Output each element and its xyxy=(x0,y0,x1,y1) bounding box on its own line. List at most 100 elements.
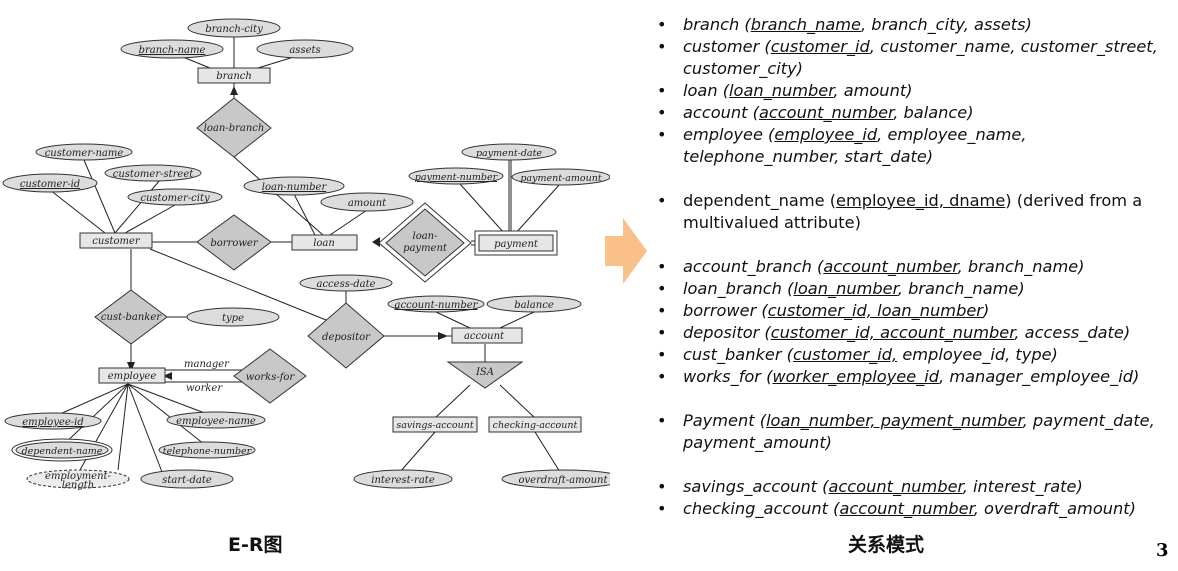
svg-text:customer-city: customer-city xyxy=(140,193,210,204)
er-diagram-caption: E-R图 xyxy=(228,534,283,556)
schema-text: borrower ( xyxy=(683,301,768,320)
svg-text:assets: assets xyxy=(289,45,320,56)
schema-text: , branch_name) xyxy=(897,279,1025,298)
entity-loan: loan xyxy=(291,234,358,251)
svg-text:savings-account: savings-account xyxy=(396,420,473,431)
entity-checking-account: checking-account xyxy=(488,416,582,433)
schema-text: works_for ( xyxy=(683,367,773,386)
schema-text: employee_id, type) xyxy=(897,345,1058,364)
attr-employee-id: employee-id xyxy=(4,412,102,430)
schema-item: loan (loan_number, amount) xyxy=(655,80,1175,102)
role-worker: worker xyxy=(186,383,223,394)
schema-key: loan_number xyxy=(793,279,898,298)
svg-text:employment-: employment- xyxy=(45,471,112,482)
attr-payment-amount: payment-amount xyxy=(511,168,610,186)
entity-employee: employee xyxy=(98,367,166,384)
relation-schema-list: branch (branch_name, branch_city, assets… xyxy=(655,14,1175,520)
svg-text:branch-name: branch-name xyxy=(139,45,206,56)
schema-item: loan_branch (loan_number, branch_name) xyxy=(655,278,1175,300)
svg-text:customer-name: customer-name xyxy=(45,148,124,159)
attr-branch-city: branch-city xyxy=(187,18,281,38)
attr-customer-id: customer-id xyxy=(2,173,98,193)
schema-text: , interest_rate) xyxy=(962,477,1083,496)
rel-depositor: depositor xyxy=(307,302,385,369)
svg-text:payment-number: payment-number xyxy=(415,172,499,183)
svg-text:length: length xyxy=(62,480,94,491)
schema-item: checking_account (account_number, overdr… xyxy=(655,498,1175,520)
attr-payment-number: payment-number xyxy=(408,167,504,185)
schema-text: , branch_city, assets) xyxy=(861,15,1032,34)
schema-key: account_number xyxy=(823,257,958,276)
rel-works-for: works-for xyxy=(233,348,307,404)
svg-text:employee-id: employee-id xyxy=(22,417,83,428)
role-manager: manager xyxy=(184,359,230,370)
schema-caption: 关系模式 xyxy=(848,534,925,556)
schema-text: ) (derived from a multivalued attribute) xyxy=(683,191,1143,232)
svg-text:depositor: depositor xyxy=(322,332,371,343)
schema-key: customer_id, loan_number xyxy=(767,301,983,320)
schema-item: Payment (loan_number, payment_number, pa… xyxy=(655,410,1175,454)
svg-text:telephone-number: telephone-number xyxy=(163,446,253,457)
schema-text: savings_account ( xyxy=(683,477,829,496)
attr-type: type xyxy=(186,307,280,327)
attr-start-date: start-date xyxy=(140,469,234,489)
svg-text:balance: balance xyxy=(514,300,554,311)
svg-text:payment-amount: payment-amount xyxy=(520,173,602,184)
schema-key: loan_number xyxy=(729,81,834,100)
schema-item: depositor (customer_id, account_number, … xyxy=(655,322,1175,344)
schema-text: , amount) xyxy=(833,81,913,100)
schema-item: dependent_name (employee_id, dname) (der… xyxy=(655,190,1175,234)
svg-text:loan: loan xyxy=(313,238,335,249)
schema-text: dependent_name ( xyxy=(683,191,837,210)
attr-balance: balance xyxy=(486,295,582,313)
svg-text:borrower: borrower xyxy=(210,238,258,249)
attr-branch-name: branch-name xyxy=(120,39,224,59)
schema-text: , employee_name, telephone_number, start… xyxy=(683,125,1027,166)
schema-item: branch (branch_name, branch_city, assets… xyxy=(655,14,1175,36)
rel-borrower: borrower xyxy=(196,214,272,271)
svg-text:customer-street: customer-street xyxy=(113,169,195,180)
attr-amount: amount xyxy=(320,192,414,212)
attr-access-date: access-date xyxy=(299,274,393,292)
attr-customer-city: customer-city xyxy=(127,188,223,206)
svg-text:account: account xyxy=(464,331,505,342)
schema-text: employee ( xyxy=(683,125,775,144)
svg-text:employee-name: employee-name xyxy=(176,416,256,427)
attr-telephone-number: telephone-number xyxy=(158,441,256,459)
attr-customer-street: customer-street xyxy=(104,164,202,182)
svg-text:interest-rate: interest-rate xyxy=(371,475,435,486)
svg-text:payment: payment xyxy=(403,243,448,254)
schema-item: account (account_number, balance) xyxy=(655,102,1175,124)
attr-dependent-name: dependent-name xyxy=(11,438,113,462)
svg-text:payment-date: payment-date xyxy=(476,148,542,159)
svg-text:payment: payment xyxy=(494,239,539,250)
schema-text: cust_banker ( xyxy=(683,345,793,364)
right-arrow-icon xyxy=(605,218,647,284)
schema-key: account_number xyxy=(828,477,963,496)
rel-loan-payment: loan- payment xyxy=(378,202,472,283)
schema-key: branch_name xyxy=(750,15,862,34)
schema-item: savings_account (account_number, interes… xyxy=(655,476,1175,498)
svg-text:branch-city: branch-city xyxy=(205,24,263,35)
svg-text:start-date: start-date xyxy=(162,475,212,486)
svg-text:works-for: works-for xyxy=(246,372,296,383)
schema-text: , access_date) xyxy=(1014,323,1131,342)
schema-text: loan_branch ( xyxy=(683,279,794,298)
attr-account-number: account-number xyxy=(387,295,485,313)
svg-text:loan-number: loan-number xyxy=(262,182,328,193)
attr-employment-length: employment- length xyxy=(26,469,130,491)
svg-text:employee: employee xyxy=(108,371,157,382)
attr-employee-name: employee-name xyxy=(166,411,266,429)
isa-triangle: ISA xyxy=(446,361,524,389)
svg-text:type: type xyxy=(222,313,244,324)
schema-key: loan_number, payment_number xyxy=(766,411,1023,430)
svg-text:cust-banker: cust-banker xyxy=(101,312,162,323)
attr-interest-rate: interest-rate xyxy=(353,469,453,489)
svg-text:account-number: account-number xyxy=(395,300,479,311)
svg-text:access-date: access-date xyxy=(316,279,375,290)
schema-text: , payment_date, payment_amount) xyxy=(683,411,1155,452)
rel-loan-branch: loan-branch xyxy=(196,97,272,158)
schema-item: account_branch (account_number, branch_n… xyxy=(655,256,1175,278)
attr-overdraft-amount: overdraft-amount xyxy=(501,469,610,489)
svg-text:overdraft-amount: overdraft-amount xyxy=(519,475,609,486)
